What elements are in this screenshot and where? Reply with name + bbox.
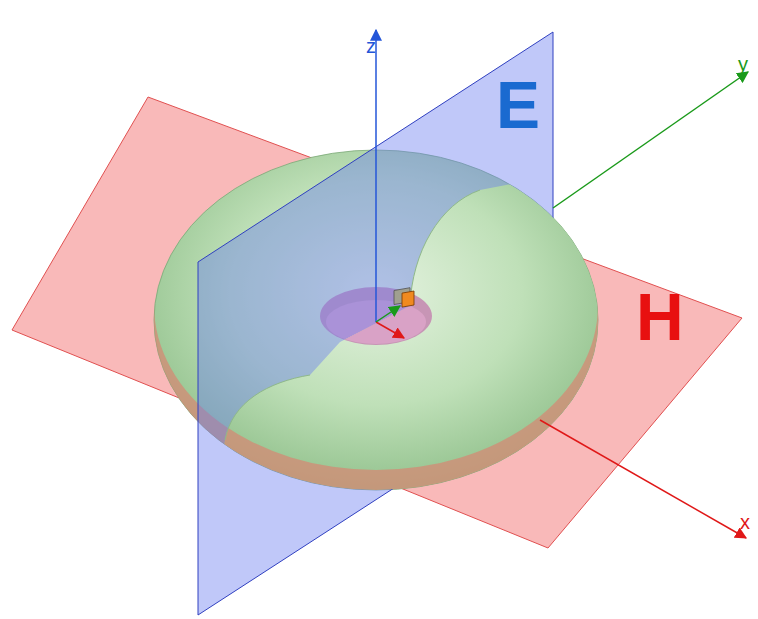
x-axis (540, 420, 746, 538)
dipole-source (394, 288, 414, 307)
x-axis-local (376, 322, 404, 338)
cut-edge (225, 375, 310, 440)
y-axis-local (376, 306, 400, 322)
z-axis (375, 30, 377, 322)
plane-label: H (636, 284, 684, 350)
plane-label: E (496, 72, 540, 138)
axis-label: z (366, 36, 376, 56)
y-axis (553, 72, 748, 208)
axis-label: x (740, 512, 750, 532)
cut-edge (410, 190, 480, 306)
axis-label: y (738, 54, 748, 74)
